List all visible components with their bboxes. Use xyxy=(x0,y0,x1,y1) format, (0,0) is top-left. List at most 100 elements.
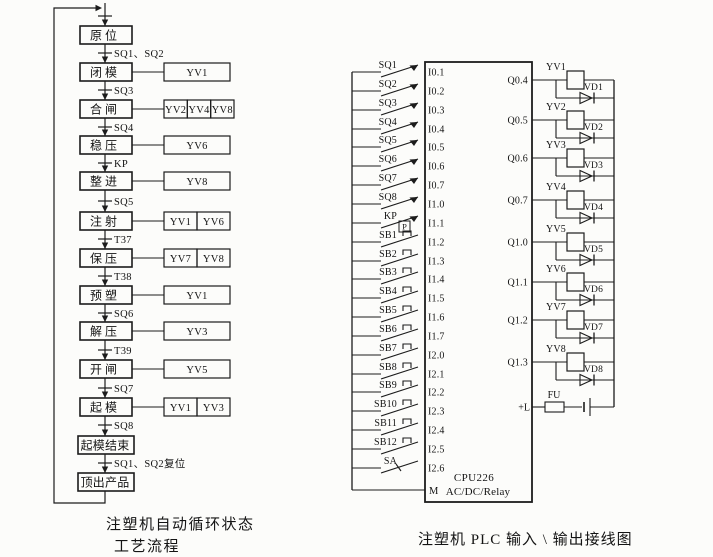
coil-label: YV7 xyxy=(546,302,566,313)
input-device-label: SB7 xyxy=(379,343,397,354)
input-terminal-label: I2.2 xyxy=(428,388,445,399)
input-device-label: SB1 xyxy=(379,230,397,241)
output-box: YV5 xyxy=(163,359,231,379)
plc-caption: 注塑机 PLC 输入 \ 输出接线图 xyxy=(418,532,633,548)
output-cell-label: YV2 xyxy=(165,105,186,116)
output-cell xyxy=(163,359,231,379)
diode-label: VD4 xyxy=(584,203,603,213)
input-terminal-label: I1.7 xyxy=(428,332,445,343)
input-terminal-label: I1.5 xyxy=(428,294,445,305)
pressure-marker-label: P xyxy=(402,222,407,232)
arrow-down-icon xyxy=(101,466,109,473)
input-terminal-label: I1.2 xyxy=(428,238,445,249)
state-label: 起模 xyxy=(90,401,120,415)
loop-arrow-icon xyxy=(95,4,102,12)
output-terminal-label: Q0.5 xyxy=(507,116,528,127)
output-cell-label: YV3 xyxy=(186,327,207,338)
diode-icon xyxy=(579,253,594,267)
state-box xyxy=(77,472,135,492)
switch-blade xyxy=(380,403,419,417)
diode-icon xyxy=(579,169,594,183)
flow-step: 顶出产品 xyxy=(77,466,135,492)
output-box: YV8 xyxy=(163,171,231,191)
pushbutton-icon xyxy=(402,437,412,443)
input-device-label: KP xyxy=(384,211,397,222)
output-box: YV3 xyxy=(163,321,231,341)
limit-switch-icon xyxy=(409,159,418,165)
fuse-box xyxy=(544,401,565,413)
transition-label: KP xyxy=(114,159,128,170)
flowchart-caption-line2: 工艺流程 xyxy=(114,539,181,555)
solenoid-coil-box xyxy=(566,190,585,210)
input-device-label: SB4 xyxy=(379,286,397,297)
diode-label: VD3 xyxy=(584,161,603,171)
input-terminal-label: I0.2 xyxy=(428,87,445,98)
diode-icon xyxy=(579,293,594,307)
output-terminal-label: Q1.2 xyxy=(507,316,528,327)
input-device-label: SQ6 xyxy=(379,154,397,165)
arrow-down-icon xyxy=(101,205,109,212)
pushbutton-icon xyxy=(402,343,412,349)
input-device-label: SB10 xyxy=(374,399,397,410)
diode-label: VD2 xyxy=(584,123,603,133)
input-device-label: SB12 xyxy=(374,437,397,448)
plc-wiring-diagram: CPU226AC/DC/RelayMSQ1I0.1SQ2I0.2SQ3I0.3S… xyxy=(351,60,615,503)
m-terminal-label: M xyxy=(429,486,439,497)
switch-blade xyxy=(380,366,419,380)
pushbutton-icon xyxy=(402,380,412,386)
switch-blade xyxy=(380,253,419,267)
diode-icon xyxy=(579,131,594,145)
output-terminal-label: Q1.1 xyxy=(507,278,528,289)
cpu-model-label: CPU226 xyxy=(454,472,494,484)
switch-blade xyxy=(380,422,419,436)
output-cell xyxy=(163,135,231,155)
coil-label: YV1 xyxy=(546,62,566,73)
input-device-label: SQ7 xyxy=(379,173,397,184)
output-cell-label: YV1 xyxy=(170,217,191,228)
arrow-down-icon xyxy=(101,19,109,26)
state-label: 预塑 xyxy=(90,288,120,303)
output-cell xyxy=(196,211,231,231)
arrow-down-icon xyxy=(101,279,109,286)
pushbutton-icon xyxy=(402,418,412,424)
pushbutton-icon xyxy=(402,286,412,292)
output-box: YV6 xyxy=(163,135,231,155)
solenoid-coil-box xyxy=(566,110,585,130)
solenoid-coil-box xyxy=(566,232,585,252)
solenoid-coil-box xyxy=(566,310,585,330)
output-cell-label: YV6 xyxy=(186,141,207,152)
arrow-down-icon xyxy=(101,391,109,398)
arrow-down-icon xyxy=(101,93,109,100)
diode-label: VD7 xyxy=(584,323,603,333)
limit-switch-icon xyxy=(409,84,418,90)
input-terminal-label: I1.4 xyxy=(428,275,445,286)
output-terminal-label: Q1.3 xyxy=(507,358,528,369)
coil-label: YV6 xyxy=(546,264,566,275)
input-device-label: SB9 xyxy=(379,380,397,391)
arrow-down-icon xyxy=(101,242,109,249)
coil-label: YV5 xyxy=(546,224,566,235)
output-box: YV1 xyxy=(163,285,231,305)
